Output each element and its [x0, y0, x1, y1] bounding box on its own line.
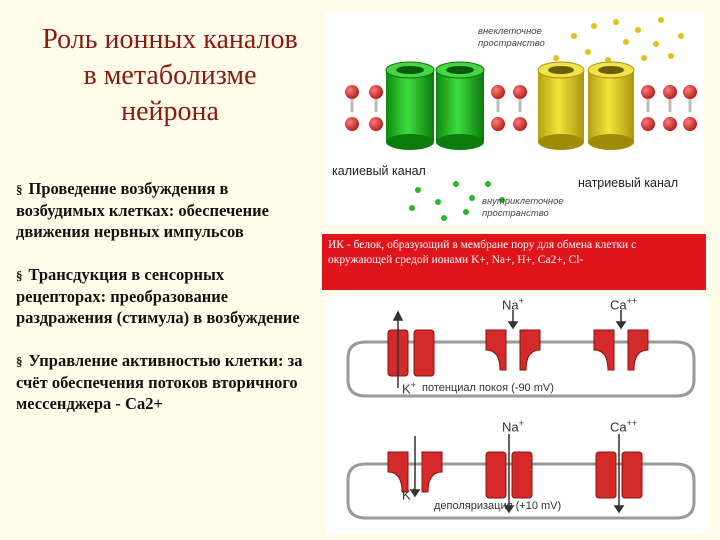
ion-k-top: K+: [402, 380, 416, 397]
ion-na-bottom: Na+: [502, 418, 524, 435]
intracellular-label: внутриклеточное пространство: [482, 196, 564, 219]
sodium-channel: [537, 61, 635, 150]
ion-na-top: Na+: [502, 296, 524, 313]
page-title: Роль ионных каналов в метаболизме нейрон…: [42, 24, 298, 127]
channel-k-top: [387, 329, 435, 377]
sodium-channel-label: натриевый канал: [578, 176, 679, 190]
channel-gating-figure: Na+ Ca++ K+ потенциал покоя (-90 mV) Na+…: [326, 296, 708, 534]
bullet-text: Проведение возбуждения в возбудимых клет…: [16, 179, 269, 241]
bullet-text: Трансдукция в сенсорных рецепторах: прео…: [16, 265, 300, 327]
ion-ca-top: Ca++: [610, 296, 638, 313]
bullet-marker: §: [16, 268, 23, 283]
bullet-marker: §: [16, 182, 23, 197]
lipid-bilayer-middle: [491, 85, 527, 131]
lipid-bilayer-left: [345, 85, 383, 131]
flow-arrows-bottom: [409, 434, 625, 514]
channel-k-bottom: [387, 451, 443, 493]
bullet-marker: §: [16, 354, 23, 369]
channel-na-bottom: [485, 451, 533, 499]
bullet-item: §Управление активностью клетки: за счёт …: [16, 350, 306, 414]
membrane-illustration: [345, 17, 697, 221]
potassium-channel-label: калиевый канал: [332, 164, 426, 178]
bullet-item: §Проведение возбуждения в возбудимых кле…: [16, 178, 306, 242]
ion-ca-bottom: Ca++: [610, 418, 638, 435]
membrane-loop-top: [346, 340, 696, 398]
ion-k-bottom: K+: [402, 486, 416, 503]
channel-ca-top: [593, 329, 649, 371]
membrane-loop-bottom: [346, 462, 696, 520]
channel-ca-bottom: [595, 451, 643, 499]
intracellular-ions: [409, 181, 505, 221]
extracellular-label: внеклеточное пространство: [478, 26, 545, 49]
bullet-list: §Проведение возбуждения в возбудимых кле…: [16, 178, 306, 436]
gating-illustration: [346, 310, 696, 520]
lipid-bilayer-right: [641, 85, 697, 131]
flow-arrows-top: [392, 310, 627, 388]
potassium-channel: [385, 61, 485, 150]
bullet-item: §Трансдукция в сенсорных рецепторах: пре…: [16, 264, 306, 328]
depolarization-label: деполяризация (+10 mV): [434, 500, 562, 512]
membrane-channel-figure: внеклеточное пространство калиевый канал…: [326, 12, 704, 224]
bullet-text: Управление активностью клетки: за счёт о…: [16, 351, 303, 413]
resting-potential-label: потенциал покоя (-90 mV): [422, 382, 554, 394]
channel-na-top: [485, 329, 541, 371]
definition-box: ИК - белок, образующий в мембране пору д…: [322, 234, 706, 290]
